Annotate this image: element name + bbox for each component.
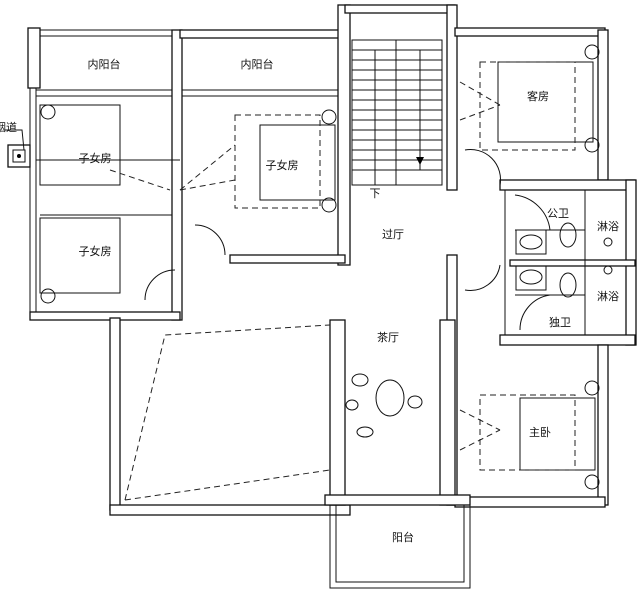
- room-label-tea-room: 茶厅: [377, 331, 399, 344]
- dashed-lines: [109, 61, 576, 501]
- room-label-shower: 淋浴: [597, 220, 619, 233]
- room-label-inner-balcony: 内阳台: [240, 58, 274, 71]
- stairs-down-annotation: 下: [369, 187, 381, 200]
- room-label-public-bath: 公卫: [547, 207, 569, 220]
- rockery: [345, 373, 423, 438]
- walls: [5, 4, 637, 589]
- room-label-hall: 过厅: [382, 228, 404, 241]
- beds: [39, 44, 600, 490]
- room-label-guest-room: 客房: [527, 90, 549, 103]
- room-label-inner-balcony: 内阳台: [87, 58, 121, 71]
- room-label-child-room: 子女房: [265, 159, 299, 172]
- staircase: [351, 39, 443, 186]
- room-label-master-bedroom: 主卧: [529, 426, 551, 439]
- room-label-shower: 淋浴: [597, 290, 619, 303]
- flue-annotation: 烟道: [0, 121, 17, 134]
- room-label-balcony: 阳台: [392, 531, 414, 544]
- room-label-private-bath: 独卫: [549, 316, 571, 329]
- bath-fixtures: [515, 222, 613, 298]
- doors: [144, 149, 551, 331]
- room-label-child-room: 子女房: [78, 152, 112, 165]
- room-label-child-room: 子女房: [78, 245, 112, 258]
